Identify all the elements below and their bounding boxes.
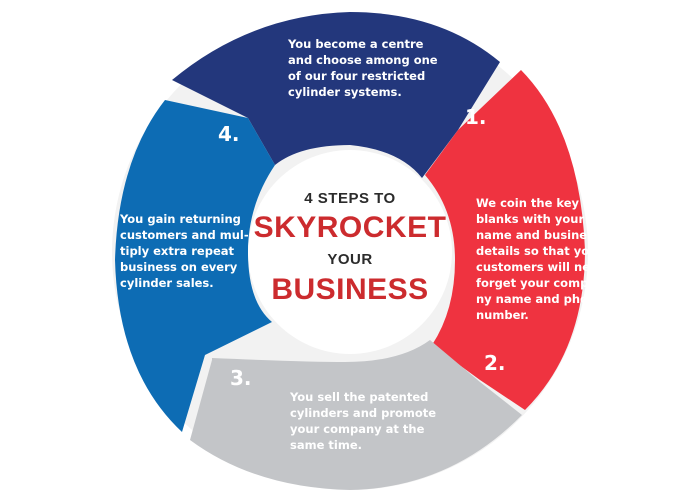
center-headline-steps: 4 STEPS TO xyxy=(304,190,396,207)
step-2-number: 2. xyxy=(484,351,506,375)
step-2-description: We coin the key blanks with your name an… xyxy=(476,196,611,322)
segment-step-3 xyxy=(190,340,522,490)
center-headline-skyrocket: SKYROCKET xyxy=(253,211,447,244)
center-headline-your: YOUR xyxy=(327,251,373,268)
step-4-number: 4. xyxy=(218,122,240,146)
segment-step-4 xyxy=(115,100,275,432)
step-1-number: 1. xyxy=(465,105,487,129)
step-1-description: You become a centre and choose among one… xyxy=(288,37,438,99)
center-disc xyxy=(248,150,452,354)
step-3-description: You sell the patented cylinders and prom… xyxy=(290,390,437,452)
step-3-number: 3. xyxy=(230,366,252,390)
segment-step-2 xyxy=(425,70,585,410)
center-headline-business: BUSINESS xyxy=(271,273,429,306)
segment-step-1 xyxy=(172,12,500,178)
step-4-description: You gain returning customers and mul- ti… xyxy=(120,212,249,290)
